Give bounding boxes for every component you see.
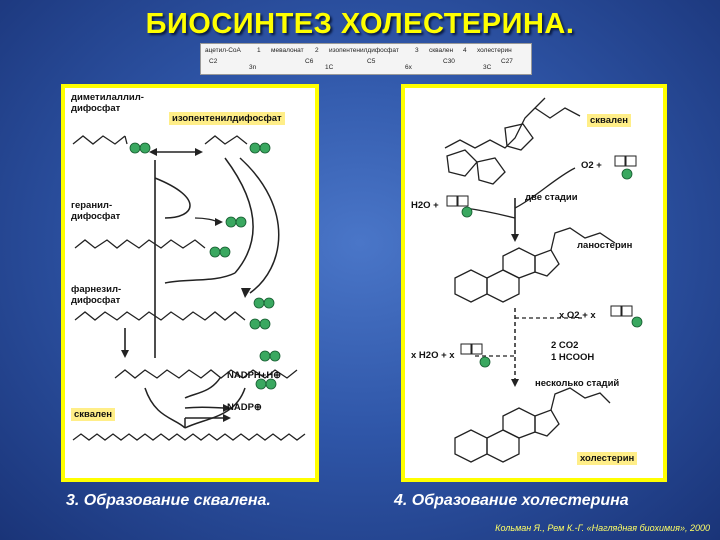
scheme-step: сквален	[429, 47, 454, 54]
squalene-label: сквален	[71, 408, 115, 421]
scheme-carbon: C6	[305, 58, 314, 65]
scheme-num: 3	[415, 47, 419, 54]
o2-label: O2 +	[581, 160, 602, 171]
ipp-label: изопентенилдифосфат	[169, 112, 285, 125]
farnesyl-label: фарнезил- дифосфат	[71, 284, 122, 306]
scheme-step: холестерин	[477, 47, 512, 54]
right-caption: 4. Образование холестерина	[394, 492, 629, 509]
dmapp-label: диметилаллил- дифосфат	[71, 92, 144, 114]
h2o-label: H2O +	[411, 200, 439, 211]
scheme-step: ацетил-CoA	[205, 47, 241, 54]
scheme-num: 1	[257, 47, 261, 54]
scheme-step: изопентенилдифосфат	[329, 47, 399, 54]
left-caption: 3. Образование сквалена.	[66, 492, 271, 509]
cholesterol-label: холестерин	[577, 452, 638, 465]
credit: Кольман Я., Рем К.-Г. «Наглядная биохими…	[495, 523, 710, 533]
scheme-carbon: C30	[443, 58, 455, 65]
scheme-step: мевалонат	[271, 47, 304, 54]
co2-label: 2 CO2	[551, 340, 579, 351]
scheme-num: 2	[315, 47, 319, 54]
scheme-below: 3C	[483, 64, 492, 71]
page-title: БИОСИНТЕЗ ХОЛЕСТЕРИНА.	[145, 8, 575, 40]
cholesterol-formation-panel: сквален O2 + H2O + две стадии ланостерин…	[401, 84, 667, 482]
lanosterol-label: ланостерин	[577, 240, 633, 251]
scheme-carbon: C27	[501, 58, 513, 65]
scheme-carbon: C5	[367, 58, 376, 65]
several-steps-label: несколько стадий	[535, 378, 620, 389]
cholesterol-pathway-diagram	[444, 97, 643, 463]
scheme-below: 3n	[249, 64, 257, 71]
squalene-pathway-diagram	[72, 135, 306, 441]
geranyl-label: геранил- дифосфат	[71, 200, 121, 222]
x-h2o-label: x H2O + x	[411, 350, 455, 361]
nadph-label: NADPH+H⊕	[227, 370, 282, 381]
scheme-below: 1C	[325, 64, 334, 71]
scheme-below: 6x	[405, 64, 412, 71]
nadp-label: NADP⊕	[227, 402, 262, 413]
overview-scheme: ацетил-CoA 1 мевалонат 2 изопентенилдифо…	[200, 43, 532, 75]
squalene-label-right: сквален	[587, 114, 631, 127]
scheme-carbon: C2	[209, 58, 218, 65]
x-o2-label: x O2 + x	[559, 310, 596, 321]
hcooh-label: 1 HCOOH	[551, 352, 595, 363]
scheme-num: 4	[463, 47, 467, 54]
squalene-formation-panel: диметилаллил- дифосфат изопентенилдифосф…	[61, 84, 319, 482]
two-steps-label: две стадии	[525, 192, 578, 203]
